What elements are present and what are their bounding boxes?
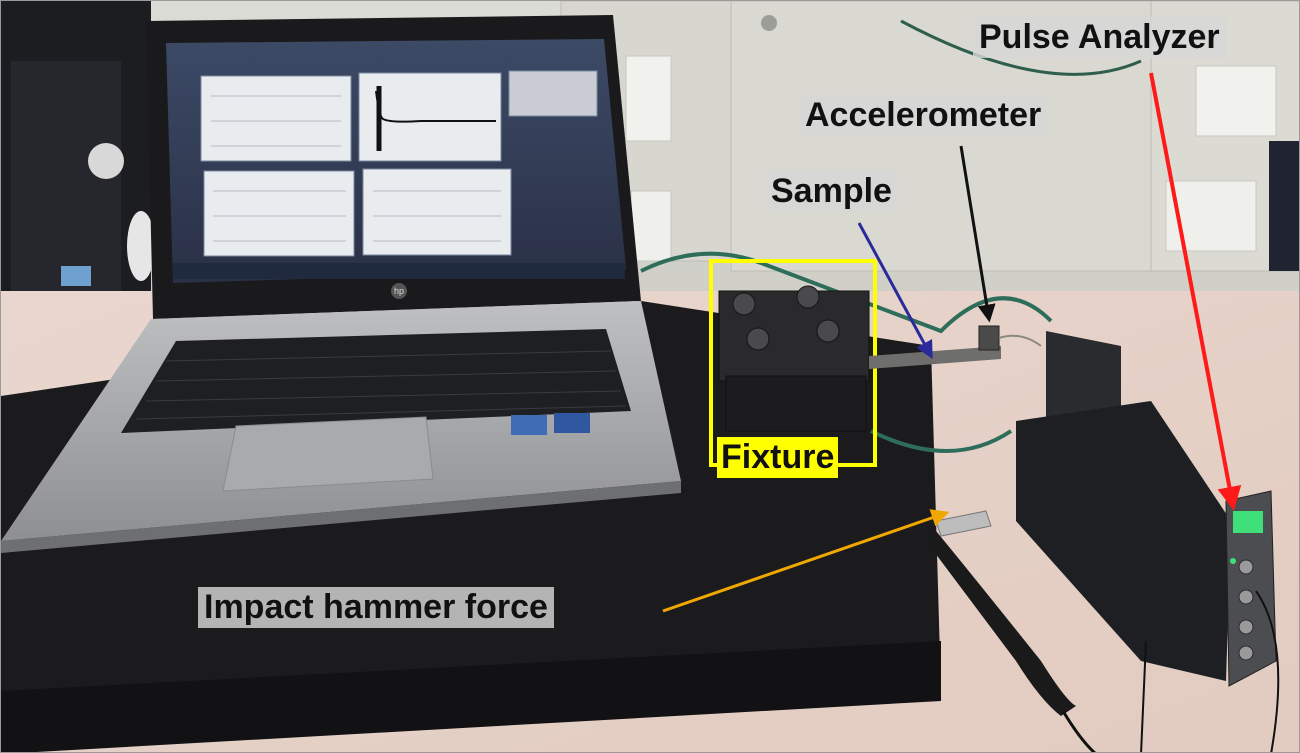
sample-label: Sample xyxy=(765,171,898,213)
pulse-analyzer-front-panel xyxy=(1225,490,1277,687)
sample-arrow xyxy=(857,222,933,360)
fixture-label: Fixture xyxy=(717,437,839,479)
hammer-head xyxy=(935,510,992,537)
svg-text:hp: hp xyxy=(394,286,404,296)
hammer-handle xyxy=(926,531,1076,716)
impact-hammer-label: Impact hammer force xyxy=(198,587,554,629)
accelerometer-arrow xyxy=(959,145,996,323)
pulse-analyzer-body xyxy=(1016,401,1231,681)
accelerometer-label: Accelerometer xyxy=(799,95,1048,137)
impact-hammer-arrow xyxy=(662,509,950,613)
pulse-analyzer-label: Pulse Analyzer xyxy=(973,17,1226,59)
laptop-touchpad xyxy=(222,416,434,492)
pulse-analyzer-arrow xyxy=(1149,72,1242,511)
sample-beam xyxy=(869,346,1001,369)
laptop-keyboard xyxy=(121,329,631,433)
accelerometer-sensor xyxy=(978,325,1000,351)
wall-socket xyxy=(1195,65,1277,137)
